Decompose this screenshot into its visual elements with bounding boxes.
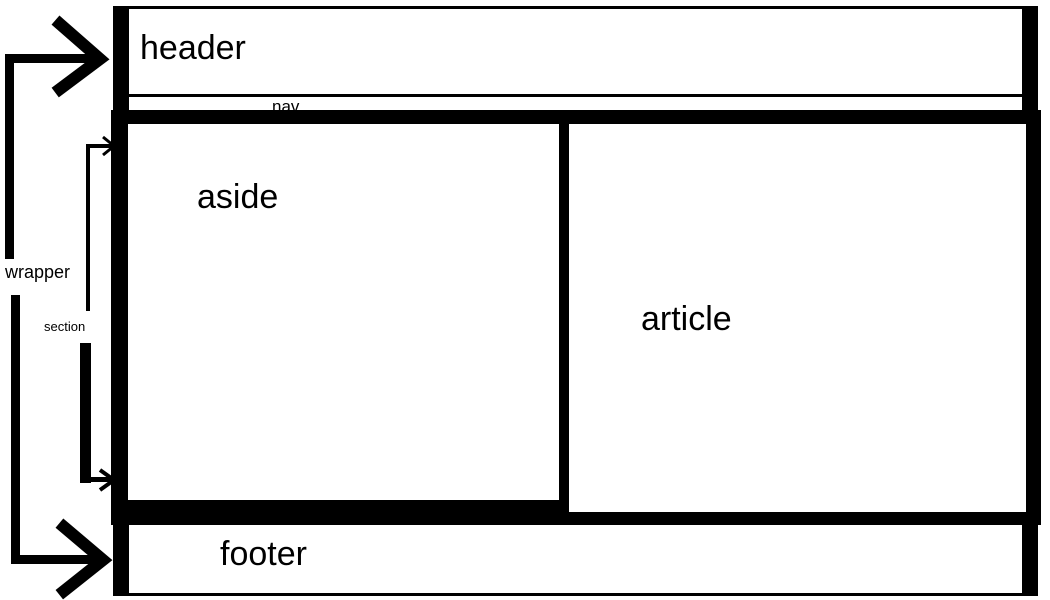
section-label: section (44, 319, 85, 334)
nav-box (113, 97, 1038, 112)
section-bottom-arrow-icon (98, 468, 118, 492)
wrapper-bracket (5, 54, 101, 564)
footer-label: footer (220, 535, 307, 573)
wrapper-bottom-arrow-icon (55, 518, 113, 600)
header-label: header (140, 29, 246, 67)
aside-box (128, 124, 569, 512)
section-bracket (80, 144, 114, 483)
wrapper-label: wrapper (4, 262, 70, 282)
footer-box (113, 525, 1038, 596)
section-top-arrow-icon (102, 135, 117, 157)
header-box (113, 6, 1038, 97)
wrapper-top-arrow-icon (51, 15, 110, 98)
section-box (111, 110, 1041, 525)
article-label: article (641, 300, 732, 338)
aside-label: aside (197, 178, 278, 216)
